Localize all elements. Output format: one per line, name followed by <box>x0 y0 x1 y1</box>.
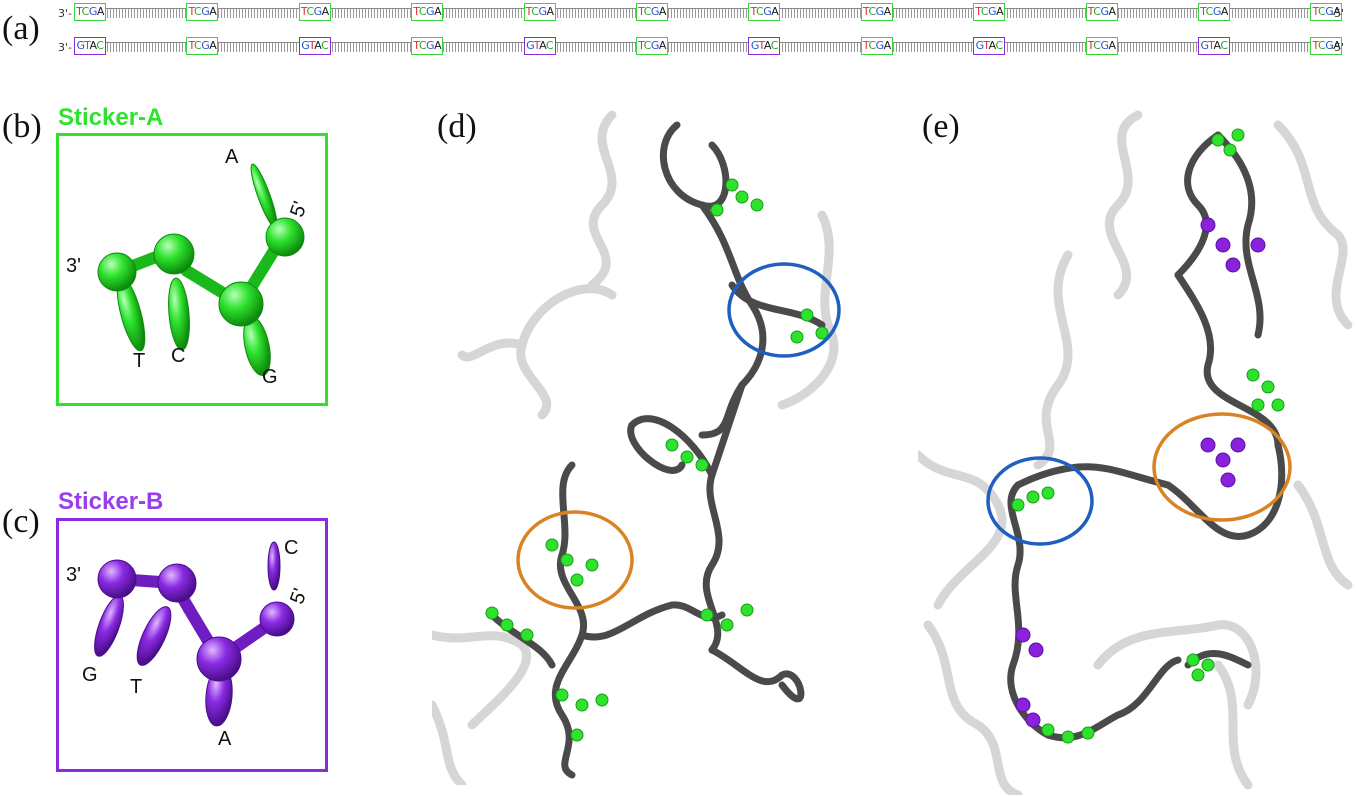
binding-site: TCGA <box>636 3 668 21</box>
highlight-circle-orange-d <box>516 510 634 610</box>
sticker-a-label-g: G <box>262 366 278 388</box>
sticker-b-title: Sticker-B <box>58 488 164 515</box>
binding-site: TCGA <box>973 3 1006 21</box>
sticker-b-label-g: G <box>82 664 98 686</box>
binding-site: TCGA <box>1085 3 1118 21</box>
binding-site: GTAC <box>973 37 1006 55</box>
highlight-circle-blue-e <box>986 456 1094 546</box>
strand-top-start: 3'- <box>58 7 72 20</box>
binding-site: GTAC <box>523 37 556 55</box>
panel-label-b: (b) <box>2 108 42 145</box>
binding-site: GTAC <box>748 37 781 55</box>
strand-bottom-start: 3'- <box>58 41 72 54</box>
panel-label-d: (d) <box>437 108 477 145</box>
binding-site: TCGA <box>186 3 219 21</box>
sticker-b-bound-e <box>1015 217 1266 728</box>
sticker-b-box <box>56 518 328 772</box>
sticker-b-label-a: A <box>218 728 232 750</box>
panel-label-e: (e) <box>922 108 960 145</box>
sticker-a-bound-d <box>485 178 829 742</box>
binding-site: TCGA <box>1198 3 1230 21</box>
strand-top-backbone <box>74 8 1330 18</box>
background-strands-d <box>432 110 839 785</box>
panel-label-a: (a) <box>2 10 40 47</box>
binding-site: GTAC <box>298 37 331 55</box>
snapshot-d <box>432 110 841 785</box>
sticker-a-bound-e <box>1011 128 1285 744</box>
binding-site: TCGA <box>860 37 893 55</box>
binding-site: TCGA <box>186 37 219 55</box>
sticker-b-label-3prime: 3' <box>66 564 81 586</box>
binding-site: GTAC <box>74 37 106 55</box>
binding-site: TCGA <box>636 37 668 55</box>
strand-bottom-backbone <box>74 42 1330 52</box>
sticker-b-label-c: C <box>284 537 299 559</box>
binding-site: TCGA <box>1085 37 1118 55</box>
binding-site: TCGA <box>411 37 444 55</box>
binding-site: TCGA <box>74 3 106 21</box>
binding-site: TCGA <box>298 3 331 21</box>
snapshot-e <box>918 110 1353 795</box>
sticker-a-title: Sticker-A <box>58 104 164 131</box>
panel-label-c: (c) <box>2 503 40 540</box>
sticker-b-label-t: T <box>130 676 143 698</box>
highlight-circle-blue-d <box>727 262 841 358</box>
sticker-a-label-a: A <box>225 146 239 168</box>
binding-site: TCGA <box>411 3 444 21</box>
binding-site: TCGA <box>523 3 556 21</box>
binding-site: TCGA <box>1310 37 1343 55</box>
sticker-a-model <box>97 163 305 376</box>
sticker-b-model <box>94 541 295 727</box>
sticker-a-label-3prime: 3' <box>66 255 81 277</box>
strand-top-end: -5' <box>1330 7 1344 20</box>
binding-site: GTAC <box>1198 37 1230 55</box>
sticker-a-box <box>56 133 328 406</box>
highlight-circle-orange-e <box>1152 412 1292 522</box>
binding-site: TCGA <box>748 3 781 21</box>
background-strands-e <box>918 110 1353 795</box>
dna-backbone-d <box>488 121 826 779</box>
sticker-a-label-c: C <box>171 345 186 367</box>
binding-site: TCGA <box>860 3 893 21</box>
strand-bottom-end: -5' <box>1330 41 1344 54</box>
sticker-a-label-t: T <box>133 350 146 372</box>
binding-site: TCGA <box>1310 3 1343 21</box>
